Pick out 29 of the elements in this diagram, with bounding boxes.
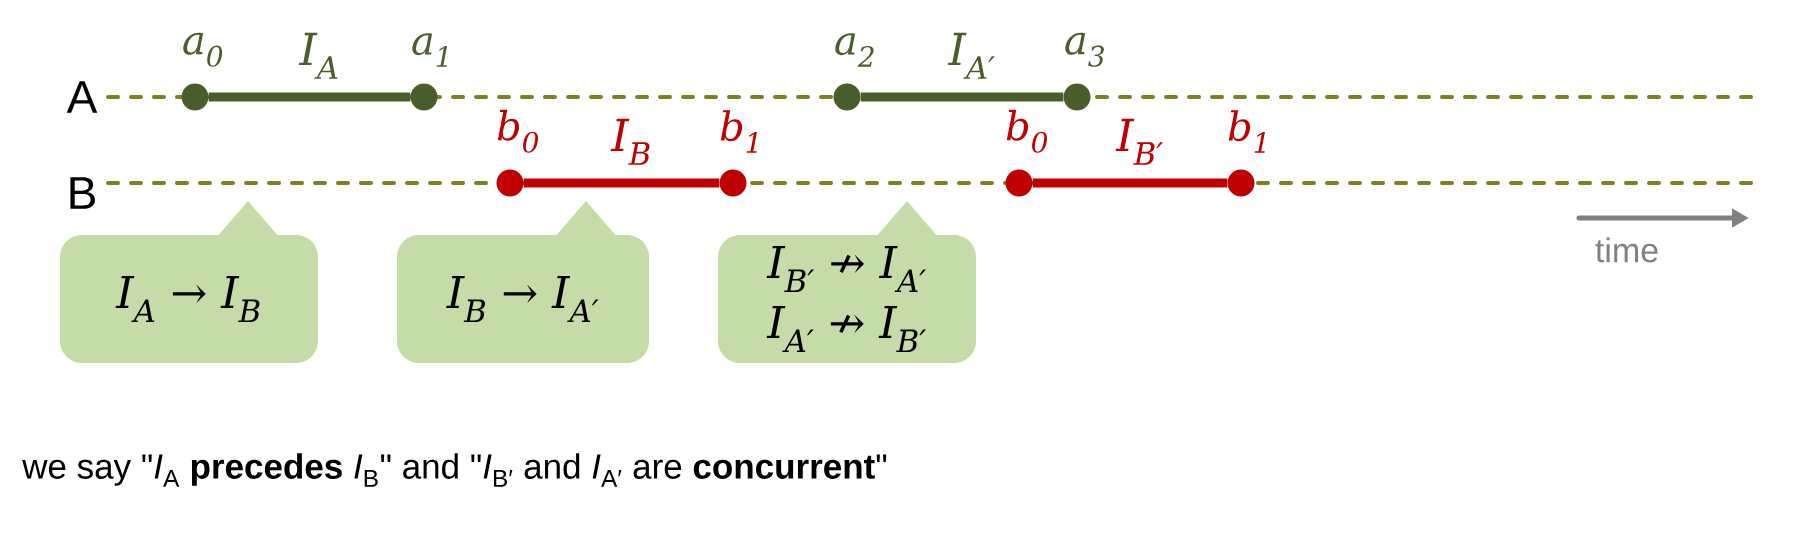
endpoint-label: b$_{1}$ (720, 110, 757, 153)
note-text: we say "I$_{A}$ precedes I$_{B}$" and "I$_{B′}$ and I$_{A′}$ are concurrent" (22, 453, 887, 487)
endpoint-label: b$_{1}$ (1228, 110, 1265, 153)
endpoint-dot (1005, 169, 1033, 197)
endpoint-label: a$_{0}$ (183, 32, 223, 67)
row-label: A (66, 81, 98, 113)
endpoint-label: b$_{0}$ (1006, 109, 1047, 153)
interval-bar (523, 178, 720, 188)
endpoint-dot (410, 83, 438, 111)
endpoint-dot (1063, 83, 1091, 111)
endpoint-label: a$_{1}$ (412, 33, 448, 67)
interval-bar (208, 92, 411, 102)
endpoint-label: a$_{2}$ (835, 33, 874, 67)
endpoint-dot (496, 169, 524, 197)
interval-label: I$_{B′}$ (1115, 118, 1164, 165)
callout-box: I$_{B}$ → I$_{A′}$ (397, 201, 649, 363)
endpoint-label: b$_{0}$ (497, 109, 538, 153)
axis-label: time (1595, 237, 1658, 263)
callout-box: I$_{B′}$ ↛ I$_{A′}$ I$_{A′}$ ↛ I$_{B′}$ (718, 201, 976, 363)
interval-label: I$_{A′}$ (947, 32, 995, 79)
endpoint-dot (833, 83, 861, 111)
interval-label: I$_{A}$ (298, 32, 338, 79)
endpoint-dot (181, 83, 209, 111)
interval-bar (1032, 178, 1228, 188)
endpoint-dot (719, 169, 747, 197)
interval-label: I$_{B}$ (610, 118, 650, 165)
endpoint-dot (1227, 169, 1255, 197)
interval-bar (860, 92, 1064, 102)
endpoint-label: a$_{3}$ (1065, 32, 1104, 67)
